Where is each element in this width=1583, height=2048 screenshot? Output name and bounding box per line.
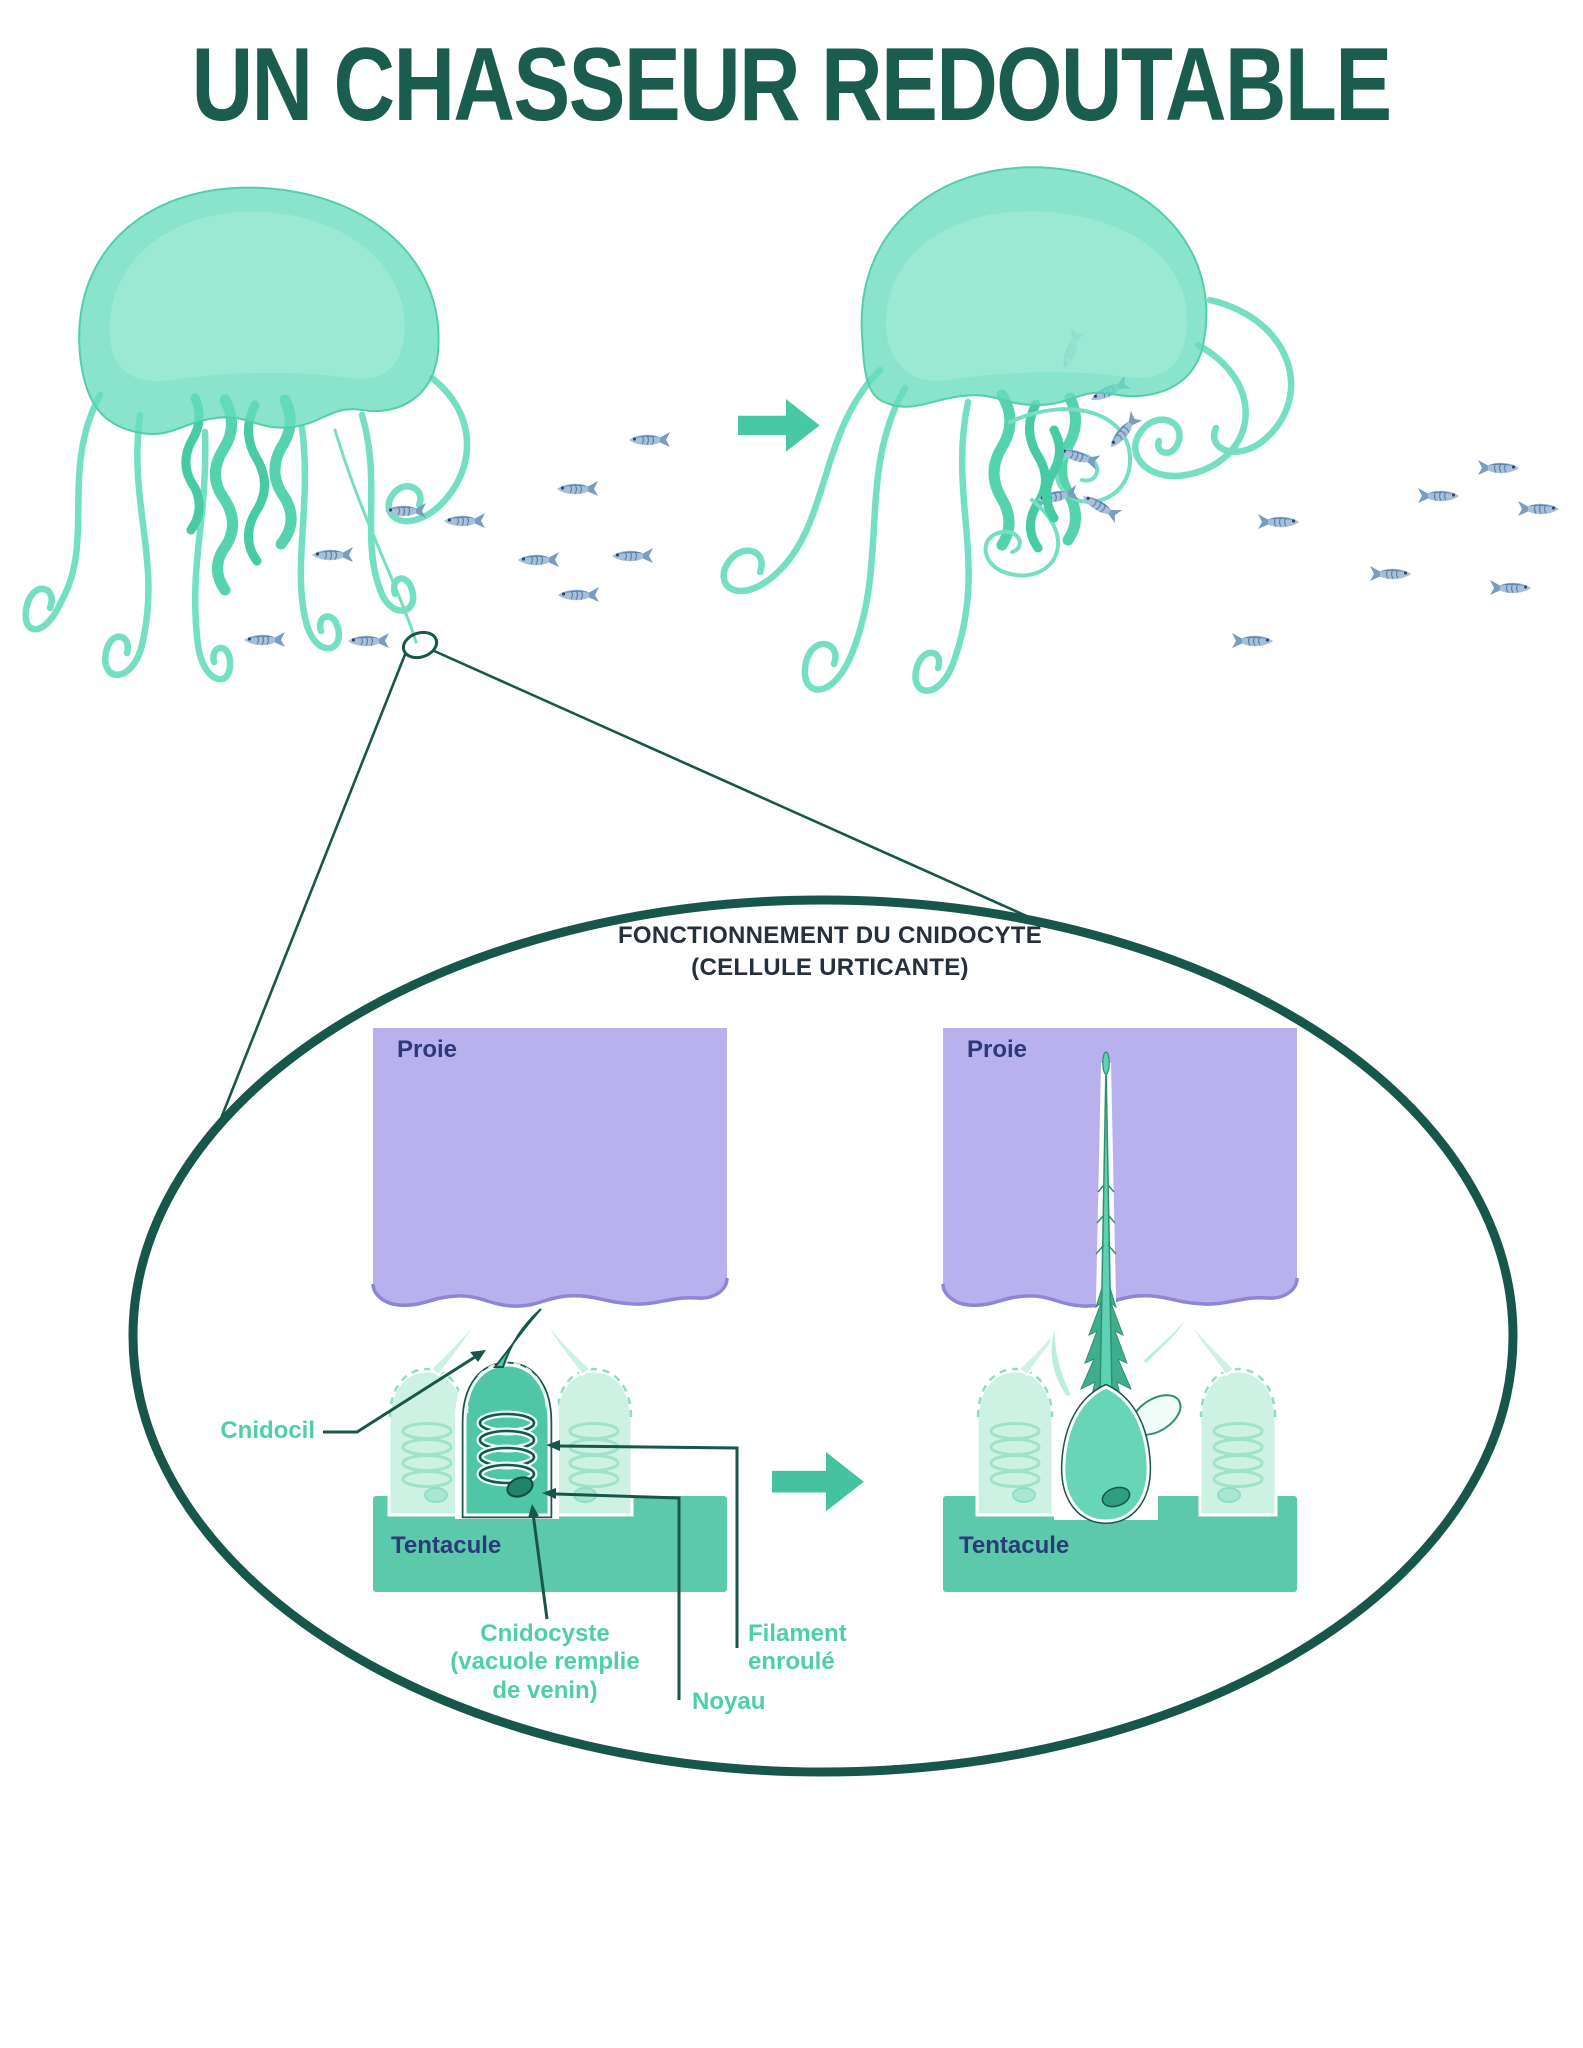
fish-icon	[1369, 565, 1412, 582]
prey-block-left-edge	[371, 1277, 729, 1308]
prey-block-right	[943, 1028, 1297, 1307]
fish-icon	[347, 632, 390, 649]
cnidocyste-pointer-arrowhead	[528, 1504, 539, 1518]
cnidocil-label: Cnidocil	[220, 1417, 315, 1444]
cnidocil-pointer-line	[323, 1355, 476, 1434]
fish-icon	[628, 431, 671, 448]
tentacle-label-left: Tentacule	[391, 1532, 502, 1559]
zoom-panel-right	[941, 1028, 1299, 1592]
tentacle-band-right	[943, 1496, 1297, 1592]
prey-block-right-edge	[941, 1277, 1299, 1308]
page-title-wrap: UN CHASSEUR REDOUTABLE	[0, 26, 1583, 145]
filament-pointer-arrowhead	[546, 1440, 560, 1451]
cnidocyte-cell-resting	[455, 1308, 559, 1519]
tentacle-band-left	[373, 1496, 727, 1592]
callout-line-left	[212, 651, 408, 1137]
fish-icon	[1477, 459, 1520, 476]
tentacle-label-right: Tentacule	[959, 1532, 1070, 1559]
coiled-filament-icon	[476, 1410, 538, 1487]
cnidocyste-pointer-line	[532, 1516, 549, 1620]
cnidocyte-cell-fired	[1049, 1051, 1191, 1525]
noyau-pointer-arrowhead	[542, 1488, 556, 1499]
prey-block-left	[373, 1028, 727, 1307]
magnifier-callout	[128, 630, 1518, 1777]
nucleus-icon	[1101, 1486, 1131, 1508]
cnidocil-pointer-arrowhead	[470, 1350, 486, 1362]
nucleus-icon	[506, 1476, 534, 1498]
fish-icon	[517, 551, 560, 568]
fish-icon	[556, 480, 599, 497]
fish-school-right	[1231, 459, 1560, 649]
prey-label-left: Proie	[397, 1036, 458, 1063]
cnidocil-hair-icon	[492, 1308, 542, 1368]
jellyfish-left-icon	[22, 186, 471, 683]
fish-icon	[557, 586, 600, 603]
cnidocyste-label: Cnidocyste (vacuole remplie de venin)	[450, 1620, 640, 1704]
fish-icon	[1489, 579, 1532, 596]
page-title: UN CHASSEUR REDOUTABLE	[192, 27, 1393, 143]
transition-arrow-icon	[738, 399, 820, 452]
annotation-connectors	[323, 1350, 739, 1700]
transition-arrow-icon	[772, 1452, 864, 1512]
callout-line-right	[431, 648, 1041, 924]
filament-label: Filament enroulé	[748, 1620, 847, 1676]
fish-icon	[1417, 487, 1460, 504]
fish-icon	[611, 547, 654, 564]
jellyfish-right-icon	[720, 166, 1295, 694]
fish-icon	[443, 512, 486, 529]
zoom-diagram-title: FONCTIONNEMENT DU CNIDOCYTE (CELLULE URT…	[617, 922, 1043, 982]
fish-icon	[1231, 632, 1274, 649]
fish-icon	[311, 546, 354, 563]
noyau-pointer-line	[555, 1492, 681, 1700]
prey-label-right: Proie	[967, 1036, 1028, 1063]
zoom-panel-left	[371, 1028, 729, 1592]
filament-pointer-line	[559, 1444, 739, 1648]
filament-tip-icon	[1102, 1051, 1110, 1075]
fish-icon	[243, 631, 286, 648]
fish-icon	[1517, 500, 1560, 517]
fish-icon	[1257, 513, 1300, 530]
noyau-label: Noyau	[692, 1688, 766, 1715]
magnifier-circle	[401, 630, 439, 660]
